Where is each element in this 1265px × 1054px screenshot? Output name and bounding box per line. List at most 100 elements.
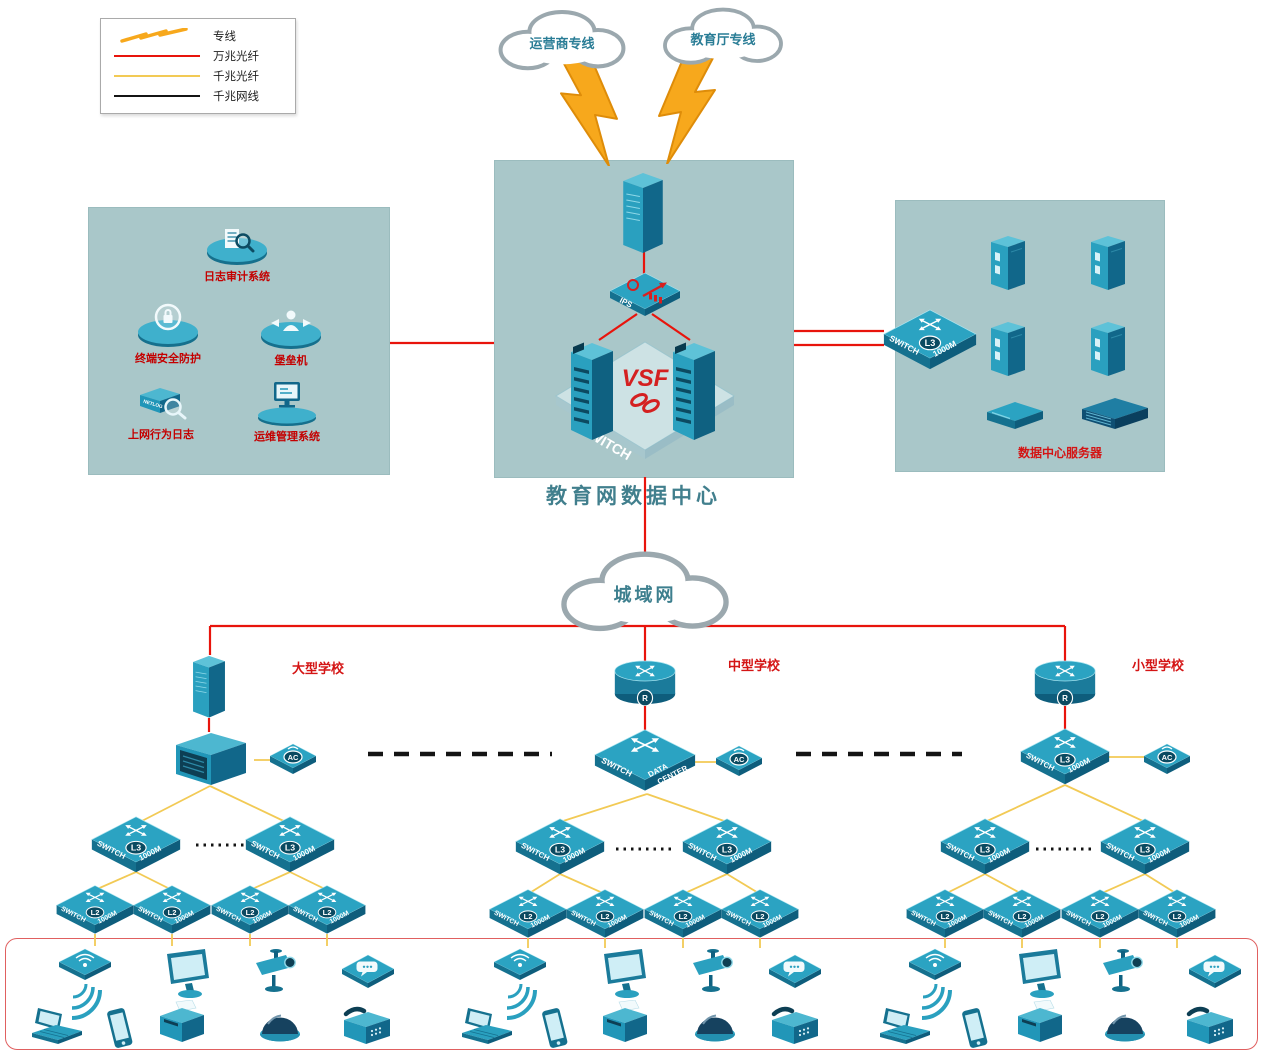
vsf-server-left[interactable] bbox=[565, 337, 619, 443]
operator-cloud[interactable]: 运营商专线 bbox=[487, 5, 637, 77]
dc-rack-2[interactable] bbox=[1078, 394, 1152, 434]
g3-phone[interactable] bbox=[955, 1004, 995, 1054]
dc-rack-1[interactable] bbox=[984, 398, 1046, 432]
svg-text:L3: L3 bbox=[980, 845, 990, 855]
ac-icon: AC bbox=[715, 745, 763, 776]
g2-wifi-ap[interactable] bbox=[490, 946, 550, 1022]
man-cloud[interactable]: 城域网 bbox=[533, 545, 757, 640]
school-l-firewall[interactable] bbox=[188, 652, 230, 720]
appshield-icon bbox=[138, 303, 198, 347]
vsf-server-right[interactable] bbox=[667, 337, 721, 443]
core-firewall[interactable] bbox=[617, 168, 669, 256]
school-s-router[interactable]: R bbox=[1032, 658, 1098, 706]
school-l-core[interactable] bbox=[166, 730, 254, 788]
g2-phone[interactable] bbox=[535, 1004, 575, 1054]
appbastion-icon bbox=[261, 310, 321, 349]
school-m-router[interactable]: R bbox=[612, 658, 678, 706]
server-area-label: 数据中心服务器 bbox=[1018, 446, 1103, 460]
g2-desktop[interactable] bbox=[598, 948, 652, 1002]
g2-dome-camera[interactable] bbox=[692, 1004, 738, 1046]
bolt-icon bbox=[658, 54, 716, 164]
ops-mgmt-system[interactable]: 运维管理系统 bbox=[254, 378, 320, 443]
svg-text:L3: L3 bbox=[722, 845, 732, 855]
log-audit-system[interactable]: 日志审计系统 bbox=[204, 224, 270, 283]
lightning-operator[interactable] bbox=[545, 58, 621, 166]
g2-camera[interactable] bbox=[687, 948, 743, 996]
g1-printer[interactable] bbox=[154, 1000, 210, 1048]
bolt-icon bbox=[560, 58, 618, 166]
g2-im-terminal[interactable] bbox=[767, 952, 823, 992]
laptop-icon bbox=[32, 1008, 82, 1044]
dc-cabinet-1[interactable] bbox=[986, 232, 1030, 294]
dome-icon bbox=[260, 1014, 300, 1042]
cloud-icon bbox=[663, 7, 783, 65]
school-large-label: 大型学校 bbox=[292, 661, 345, 676]
g1-fax-phone[interactable] bbox=[338, 1004, 396, 1050]
ips-appliance[interactable]: IPS bbox=[607, 270, 683, 318]
g3-printer[interactable] bbox=[1012, 1000, 1068, 1048]
g1-dome-camera[interactable] bbox=[257, 1004, 303, 1046]
g3-laptop[interactable] bbox=[876, 1006, 934, 1050]
school-l-ac[interactable]: AC bbox=[268, 742, 318, 776]
svg-text:L2: L2 bbox=[246, 908, 255, 917]
g3-dome-camera[interactable] bbox=[1102, 1004, 1148, 1046]
chat-icon bbox=[341, 954, 395, 988]
tower-icon bbox=[193, 655, 225, 718]
dc-cabinet-4[interactable] bbox=[1086, 318, 1130, 380]
fax-icon bbox=[1186, 1006, 1233, 1044]
g1-im-terminal[interactable] bbox=[340, 952, 396, 992]
g2-fax-phone[interactable] bbox=[766, 1004, 824, 1050]
bastion-host[interactable]: 堡垒机 bbox=[258, 304, 324, 367]
g1-camera[interactable] bbox=[250, 948, 306, 996]
g3-fax-phone[interactable] bbox=[1181, 1004, 1239, 1050]
g1-desktop[interactable] bbox=[161, 948, 215, 1002]
g3-desktop[interactable] bbox=[1013, 948, 1067, 1002]
g1-wifi-ap[interactable] bbox=[55, 946, 115, 1022]
school-m-ac[interactable]: AC bbox=[714, 744, 764, 778]
dc-cabinet-3[interactable] bbox=[986, 318, 1030, 380]
legend-row-10g-fiber: 万兆光纤 bbox=[111, 46, 285, 65]
laptop-icon bbox=[462, 1008, 512, 1044]
education-cloud-label: 教育厅专线 bbox=[690, 31, 756, 47]
g2-printer[interactable] bbox=[597, 1000, 653, 1048]
cabinet-icon bbox=[991, 322, 1025, 376]
education-cloud[interactable]: 教育厅专线 bbox=[648, 3, 798, 71]
device-label: 终端安全防护 bbox=[135, 353, 201, 365]
svg-text:AC: AC bbox=[1162, 753, 1173, 762]
legend-row-1g-fiber: 千兆光纤 bbox=[111, 67, 285, 86]
g3-im-terminal[interactable] bbox=[1187, 952, 1243, 992]
g1-phone[interactable] bbox=[100, 1004, 140, 1054]
terminal-security[interactable]: 终端安全防护 bbox=[135, 302, 201, 365]
g3-wifi-ap[interactable] bbox=[905, 946, 965, 1022]
school-s-ac[interactable]: AC bbox=[1142, 742, 1192, 776]
dc-cabinet-2[interactable] bbox=[1086, 232, 1130, 294]
g2-laptop[interactable] bbox=[458, 1006, 516, 1050]
g3-camera[interactable] bbox=[1097, 948, 1153, 996]
chat-icon bbox=[768, 954, 822, 988]
g1-laptop[interactable] bbox=[28, 1006, 86, 1050]
lightning-education[interactable] bbox=[655, 54, 731, 164]
